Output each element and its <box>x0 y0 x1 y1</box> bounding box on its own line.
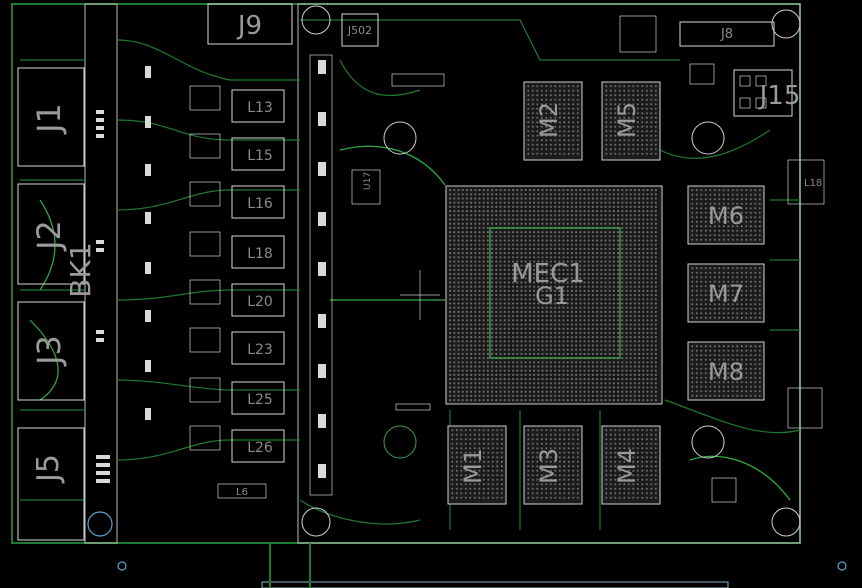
memory-m3-label: M3 <box>535 448 563 484</box>
inductor-l20 <box>231 283 285 317</box>
inductor-l15-label: L15 <box>247 148 273 164</box>
memory-m7-label: M7 <box>708 280 744 308</box>
small-ics: U17 L18 <box>351 15 825 503</box>
ball-grid <box>451 429 503 499</box>
memory-chips: M2 M5 M6 M7 M8 M1 M3 <box>447 81 765 505</box>
memory-m6: M6 <box>687 185 765 245</box>
inner-outline <box>297 3 801 544</box>
inductor-l25-label: L25 <box>247 392 273 408</box>
connector-j1: J1 <box>17 67 85 167</box>
ball-grid <box>691 345 761 397</box>
inductor-l20-label: L20 <box>247 294 273 310</box>
memory-m5: M5 <box>601 81 661 161</box>
memory-m5-label: M5 <box>613 102 641 138</box>
inductor-l23 <box>231 331 285 365</box>
inductor-l16 <box>231 185 285 219</box>
ball-grid <box>605 429 657 499</box>
inductor-l26 <box>231 429 285 463</box>
inductor-l13 <box>231 89 285 123</box>
mounting-holes <box>87 5 847 571</box>
memory-m7: M7 <box>687 263 765 323</box>
gpu-label-line2: G1 <box>535 282 569 310</box>
connector-j8: J8 <box>679 21 775 47</box>
vrm-components: L6 <box>145 54 333 499</box>
ball-grid <box>527 429 579 499</box>
edge-connector <box>261 581 729 588</box>
connector-j2: J2 <box>17 183 85 285</box>
j9-label: J9 <box>236 11 262 41</box>
memory-m1: M1 <box>447 425 507 505</box>
memory-m8: M8 <box>687 341 765 401</box>
inductor-l18-label: L18 <box>247 246 273 262</box>
connector-j15: J15 <box>733 69 801 117</box>
inductor-l16-label: L16 <box>247 196 273 212</box>
memory-m2: M2 <box>523 81 583 161</box>
inductor-l13-label: L13 <box>247 100 273 116</box>
ball-grid <box>449 189 658 402</box>
j3-label: J3 <box>30 335 68 367</box>
l18b-label: L18 <box>804 178 822 189</box>
ball-grid <box>691 189 761 241</box>
memory-m4: M4 <box>601 425 661 505</box>
memory-m1-label: M1 <box>459 448 487 484</box>
ball-grid <box>691 267 761 319</box>
j502-label: J502 <box>347 24 372 37</box>
gpu-package: MEC1 G1 <box>445 185 663 405</box>
connector-j3: J3 <box>17 301 85 401</box>
ball-grid <box>527 85 579 155</box>
j8-label: J8 <box>720 27 733 42</box>
u17-label: U17 <box>363 172 373 190</box>
inductor-l25 <box>231 381 285 415</box>
j1-label: J1 <box>30 103 68 135</box>
memory-m6-label: M6 <box>708 202 744 230</box>
ball-grid <box>605 85 657 155</box>
inductor-l15 <box>231 137 285 171</box>
connector-strip <box>84 3 118 544</box>
board-outline <box>11 3 801 544</box>
bk1-label: BK1 <box>64 242 97 297</box>
connector-j5: J5 <box>17 427 85 541</box>
inductor-l23-label: L23 <box>247 342 273 358</box>
memory-m3: M3 <box>523 425 583 505</box>
memory-m8-label: M8 <box>708 358 744 386</box>
j2-label: J2 <box>30 220 68 252</box>
gpu-label-line1: MEC1 <box>511 259 585 289</box>
memory-m4-label: M4 <box>613 448 641 484</box>
connector-j9: J9 <box>207 3 293 45</box>
inductor-l18 <box>231 235 285 269</box>
inductor-l26-label: L26 <box>247 440 273 456</box>
connector-j502: J502 <box>341 13 379 47</box>
j15-label: J15 <box>758 81 801 111</box>
memory-m2-label: M2 <box>535 102 563 138</box>
j5-label: J5 <box>31 454 66 484</box>
inductor-bank: L13 L15 L16 L18 L20 L23 L25 L26 <box>231 89 285 463</box>
trace-network <box>20 19 801 530</box>
inductor-l6-label: L6 <box>236 487 248 498</box>
connector-pins <box>96 110 110 483</box>
